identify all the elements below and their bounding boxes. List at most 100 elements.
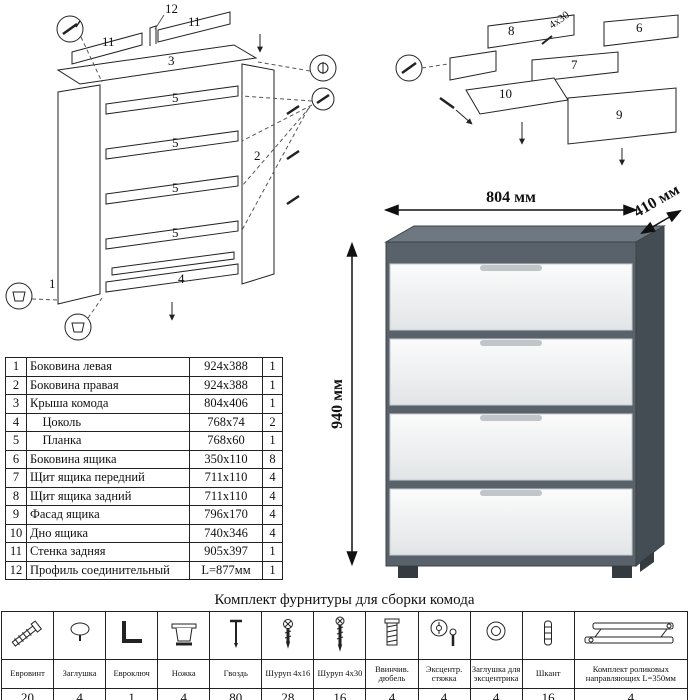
leader-lines (31, 14, 313, 319)
part-label-11: 11 (188, 14, 201, 29)
table-row: 5 Планка 768x60 1 (5, 431, 283, 451)
drawer-front-1 (389, 263, 633, 331)
drawer-handle-recesses (480, 265, 542, 496)
hardware-qty: 16 (313, 688, 367, 700)
screw-icon (401, 35, 553, 110)
hardware-qty: 1 (105, 688, 159, 700)
part-qty: 4 (262, 523, 283, 543)
part-name: Щит ящика задний (26, 486, 190, 506)
part-qty: 8 (262, 449, 283, 469)
hardware-names-row: Евровинт Заглушка Евроключ Ножка Гвоздь … (0, 659, 689, 689)
part-size: 711x110 (189, 486, 263, 506)
part-label-4: 4 (178, 271, 185, 286)
dimension-width-arrow (383, 204, 639, 216)
dimension-height-arrow (346, 241, 358, 567)
connecting-profile (149, 25, 157, 46)
rail-2 (105, 130, 239, 160)
hardware-table: Евровинт Заглушка Евроключ Ножка Гвоздь … (0, 611, 689, 700)
top-panel (56, 44, 258, 85)
part-number: 3 (5, 394, 27, 414)
rail-4 (105, 220, 239, 250)
hardware-icons-row (0, 611, 689, 660)
screw-4x16-icon (282, 619, 293, 649)
euroscrew-icon (11, 620, 42, 647)
hardware-name: Заглушка (53, 659, 107, 689)
part-label-8: 8 (508, 23, 515, 38)
hardware-qty: 80 (209, 688, 263, 700)
part-label-12: 12 (165, 2, 178, 16)
hardware-name: Шуруп 4x30 (313, 659, 367, 689)
part-number: 10 (5, 523, 27, 543)
part-size: 804x406 (189, 394, 263, 414)
right-side-panel (241, 63, 275, 285)
part-number: 11 (5, 542, 27, 562)
part-number: 4 (5, 412, 27, 432)
hardware-qty: 4 (53, 688, 107, 700)
part-qty: 4 (262, 505, 283, 525)
dimension-depth-arrow (640, 209, 682, 235)
leg-icon (12, 291, 85, 333)
part-size: L=877мм (189, 560, 263, 580)
dresser-render: 804 мм 410 мм 940 мм (329, 186, 683, 578)
part-label-5: 5 (172, 90, 179, 105)
part-qty: 1 (262, 431, 283, 451)
table-row: 11 Стенка задняя 905x397 1 (5, 542, 283, 562)
table-row: 9 Фасад ящика 796x170 4 (5, 505, 283, 525)
drawer-front-4 (389, 488, 633, 556)
part-name: Фасад ящика (26, 505, 190, 525)
cabinet-right-side (635, 225, 665, 568)
rail-1 (105, 85, 239, 115)
drawer-exploded-diagram: 8 6 7 10 9 4x30 (395, 9, 679, 166)
table-row: 7 Щит ящика передний 711x110 4 (5, 468, 283, 488)
part-number: 6 (5, 449, 27, 469)
table-row: 6 Боковина ящика 350x110 8 (5, 449, 283, 469)
table-row: 8 Щит ящика задний 711x110 4 (5, 486, 283, 506)
part-size: 740x346 (189, 523, 263, 543)
parts-list-table: 1 Боковина левая 924x388 1 2 Боковина пр… (5, 357, 283, 580)
part-qty: 1 (262, 357, 283, 377)
carcass-exploded-diagram: 11 11 12 3 5 5 5 5 2 4 1 (5, 2, 337, 341)
part-label-11: 11 (102, 34, 115, 49)
leg-icon (171, 623, 197, 646)
screw-icon (62, 20, 81, 36)
cabinet-top (384, 225, 666, 243)
part-qty: 4 (262, 468, 283, 488)
table-row: 2 Боковина правая 924x388 1 (5, 375, 283, 395)
part-qty: 1 (262, 375, 283, 395)
drawer-back-panel (487, 14, 575, 49)
hardware-qty: 28 (261, 688, 315, 700)
hardware-qty: 4 (417, 688, 471, 700)
part-name: Щит ящика передний (26, 468, 190, 488)
left-side-panel (57, 84, 101, 305)
hardware-qty: 4 (573, 688, 689, 700)
part-name: Цоколь (26, 412, 190, 432)
hardware-name: Эксцентр. стяжка (417, 659, 471, 689)
part-name: Стенка задняя (26, 542, 190, 562)
part-qty: 1 (262, 542, 283, 562)
part-number: 2 (5, 375, 27, 395)
part-name: Боковина левая (26, 357, 190, 377)
cabinet-legs (398, 552, 654, 578)
part-size: 905x397 (189, 542, 263, 562)
hardware-name: Заглушка для эксцентрика (469, 659, 523, 689)
table-row: 10 Дно ящика 740x346 4 (5, 523, 283, 543)
part-label-3: 3 (168, 53, 175, 68)
cam-bolt-icon (317, 62, 329, 74)
assembly-arrows (455, 109, 625, 166)
rail-3 (105, 175, 239, 205)
table-row: 12 Профиль соединительный L=877мм 1 (5, 560, 283, 580)
drawer-bottom (465, 77, 569, 115)
hardware-name: Шкант (521, 659, 575, 689)
part-size: 924x388 (189, 375, 263, 395)
part-label-6: 6 (636, 20, 643, 35)
part-label-5: 5 (172, 135, 179, 150)
cam-lock-icon (430, 619, 457, 646)
hexkey-icon (121, 621, 142, 643)
hardware-name: Евровинт (0, 659, 55, 689)
part-label-10: 10 (499, 86, 512, 101)
drawer-front-2 (389, 338, 633, 406)
plinth-front (105, 263, 239, 293)
hardware-qty-row: 20 4 1 4 80 28 16 4 4 4 16 4 (0, 688, 689, 700)
part-label-5: 5 (172, 225, 179, 240)
